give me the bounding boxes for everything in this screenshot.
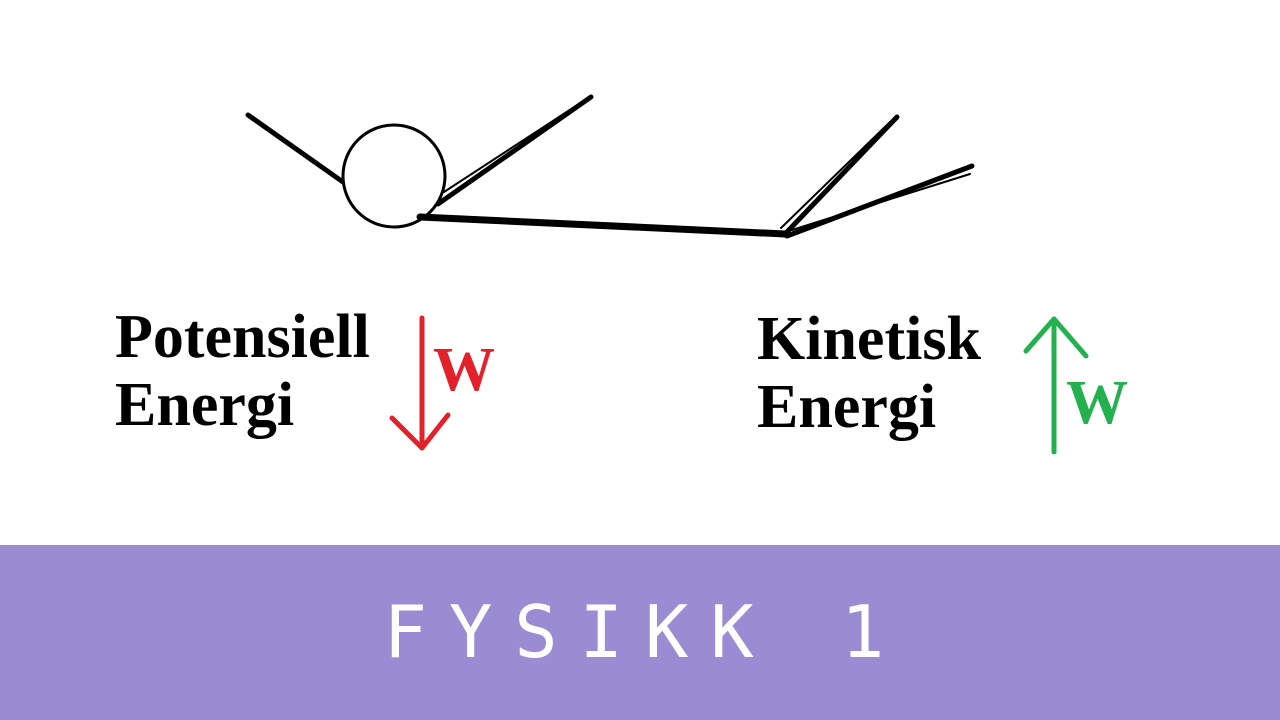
kinetic-work-symbol: W — [1066, 369, 1128, 437]
figure-upper-leg-inner — [780, 121, 891, 229]
arrow-down-icon — [389, 315, 451, 451]
kinetic-energy-label: Kinetisk Energi — [757, 305, 981, 441]
kinetic-label-line2: Energi — [757, 373, 937, 441]
figure-lower-leg — [784, 163, 975, 239]
footer-banner: FYSIKK 1 — [0, 545, 1280, 720]
kinetic-label-line1: Kinetisk — [757, 305, 981, 373]
figure-body — [416, 213, 789, 238]
figure-right-arm — [435, 94, 594, 207]
potential-label-line2: Energi — [115, 371, 295, 439]
figure-upper-leg — [782, 114, 900, 237]
stick-figure — [245, 94, 975, 239]
figure-left-arm — [245, 112, 346, 185]
stick-figure-diagram — [245, 94, 1089, 455]
potential-energy-label: Potensiell Energi — [115, 303, 370, 439]
potential-work-symbol: W — [433, 336, 495, 404]
figure-right-arm-inner — [443, 99, 586, 193]
potential-label-line1: Potensiell — [115, 303, 370, 371]
figure-lower-leg-inner — [791, 173, 971, 231]
course-title: FYSIKK 1 — [383, 590, 907, 674]
figure-head — [341, 123, 447, 229]
arrow-up-icon — [1023, 316, 1089, 455]
